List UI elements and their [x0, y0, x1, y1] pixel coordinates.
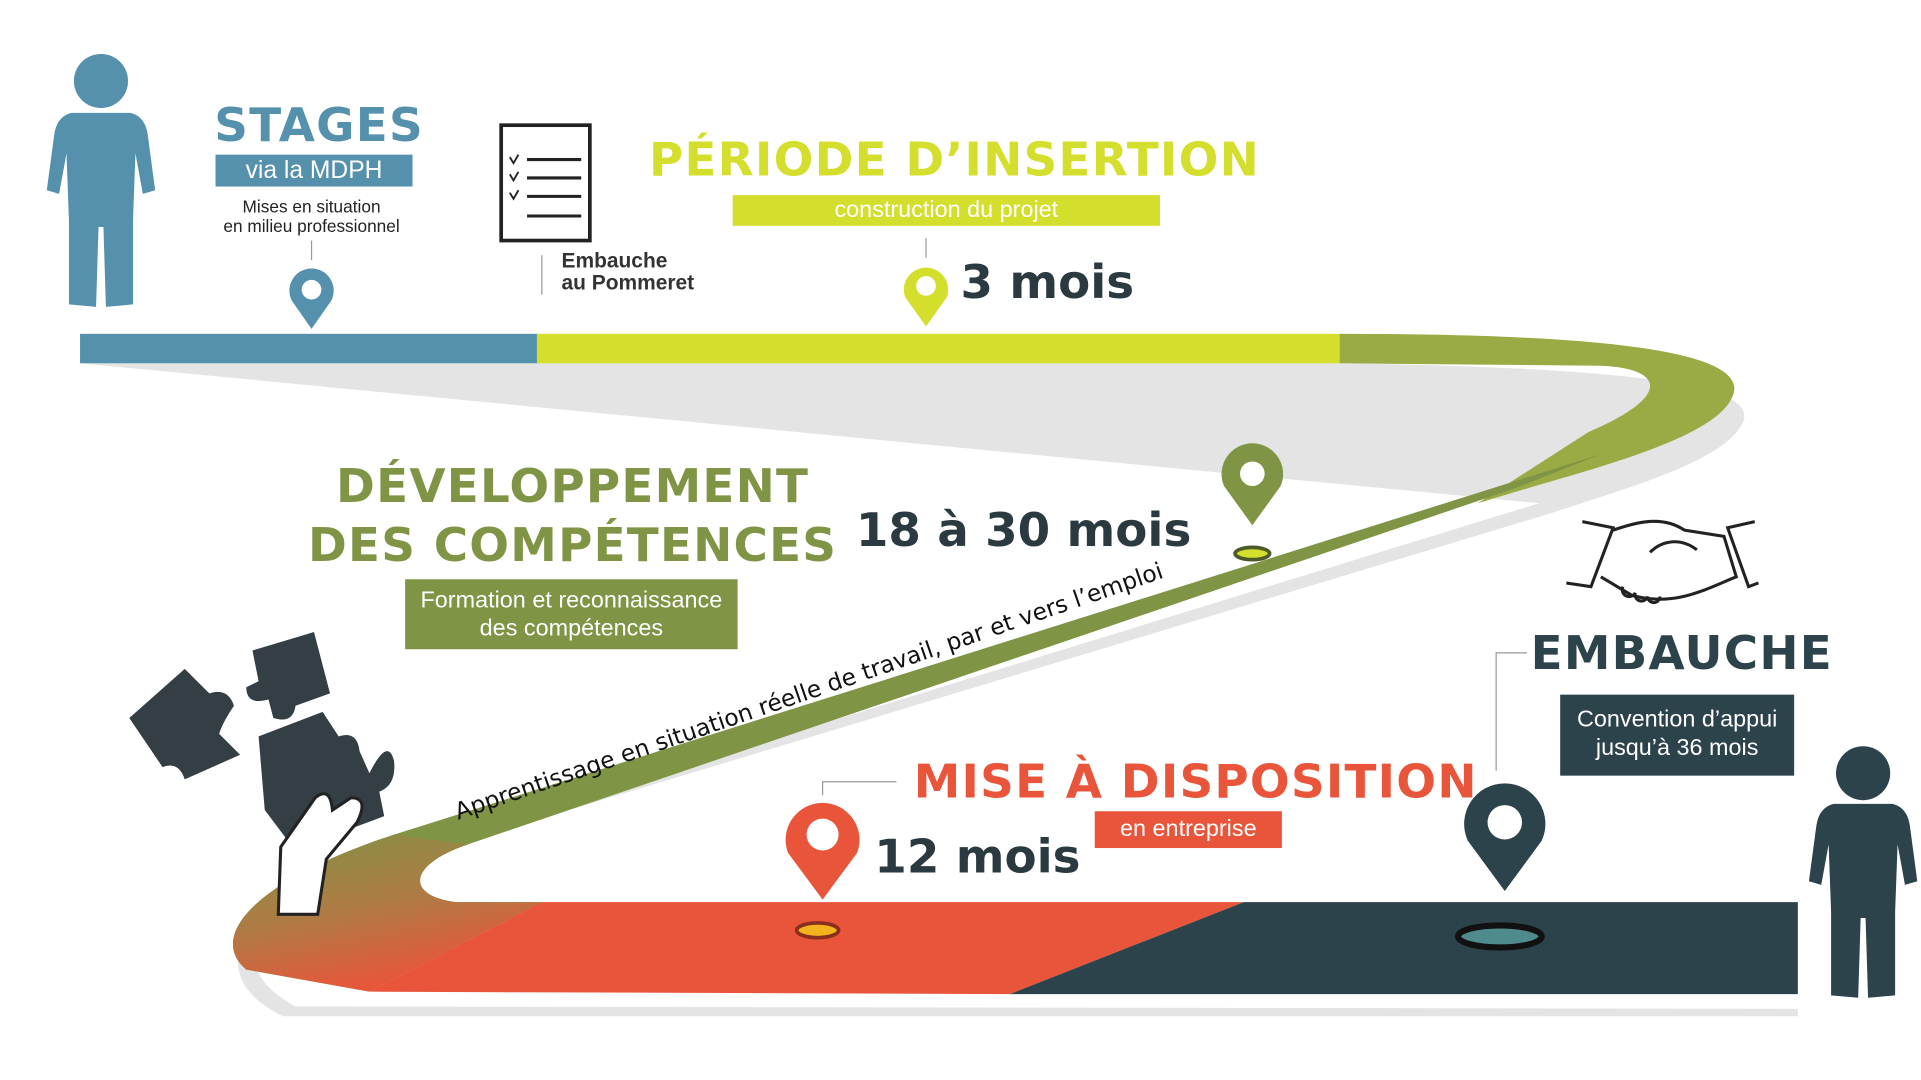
embauche-badge: Convention d’appui jusqu’à 36 mois — [1560, 694, 1795, 776]
person-start-icon — [46, 54, 156, 307]
insertion-title: PÉRIODE D’INSERTION — [648, 132, 1260, 187]
checklist-icon — [499, 123, 592, 243]
embauche-title: EMBAUCHE — [1530, 625, 1833, 680]
handshake-icon — [1566, 519, 1759, 605]
puzzle-hand-icon — [129, 632, 395, 916]
stages-title: STAGES — [214, 98, 424, 153]
stages-desc-line2: en milieu professionnel — [223, 216, 400, 236]
embauche-pommeret-line1: Embauche — [561, 249, 668, 273]
mise-disposition-duration: 12 mois — [874, 829, 1081, 884]
person-end-icon — [1808, 746, 1918, 998]
road-segment-mise-disposition — [369, 902, 1244, 995]
developpement-title-line2: DES COMPÉTENCES — [307, 517, 838, 572]
embauche-pommeret-line2: au Pommeret — [561, 271, 695, 295]
developpement-badge-line2: des compétences — [479, 616, 664, 642]
embauche-badge-line1: Convention d’appui — [1577, 706, 1778, 733]
embauche-badge-line2: jusqu’à 36 mois — [1595, 735, 1759, 761]
pin-mise-disposition-icon — [785, 802, 860, 940]
insertion-badge: construction du projet — [732, 195, 1160, 226]
road-shadow — [80, 363, 1798, 1017]
mise-disposition-title: MISE À DISPOSITION — [913, 754, 1478, 809]
stages-desc-line1: Mises en situation — [242, 196, 381, 217]
road-segment-insertion — [536, 333, 1343, 364]
developpement-badge: Formation et reconnaissance des compéten… — [405, 579, 738, 650]
stages-badge: via la MDPH — [215, 154, 413, 187]
pin-stages-icon — [289, 268, 334, 329]
pin-embauche-icon — [1454, 783, 1546, 951]
insertion-duration: 3 mois — [960, 255, 1135, 310]
stages-description: Mises en situation en milieu professionn… — [197, 196, 426, 235]
developpement-duration: 18 à 30 mois — [855, 503, 1192, 558]
embauche-pommeret-label: Embauche au Pommeret — [562, 250, 695, 294]
pin-insertion-icon — [903, 267, 949, 327]
road-segment-stages — [80, 333, 539, 364]
road-segment-turn — [1339, 333, 1735, 504]
road-segment-embauche — [1009, 902, 1798, 995]
mise-disposition-badge: en entreprise — [1094, 811, 1282, 849]
developpement-title: DÉVELOPPEMENT DES COMPÉTENCES — [308, 457, 838, 575]
pin-developpement-icon — [1221, 443, 1284, 562]
developpement-badge-line1: Formation et reconnaissance — [420, 587, 723, 614]
developpement-title-line1: DÉVELOPPEMENT — [336, 459, 810, 514]
